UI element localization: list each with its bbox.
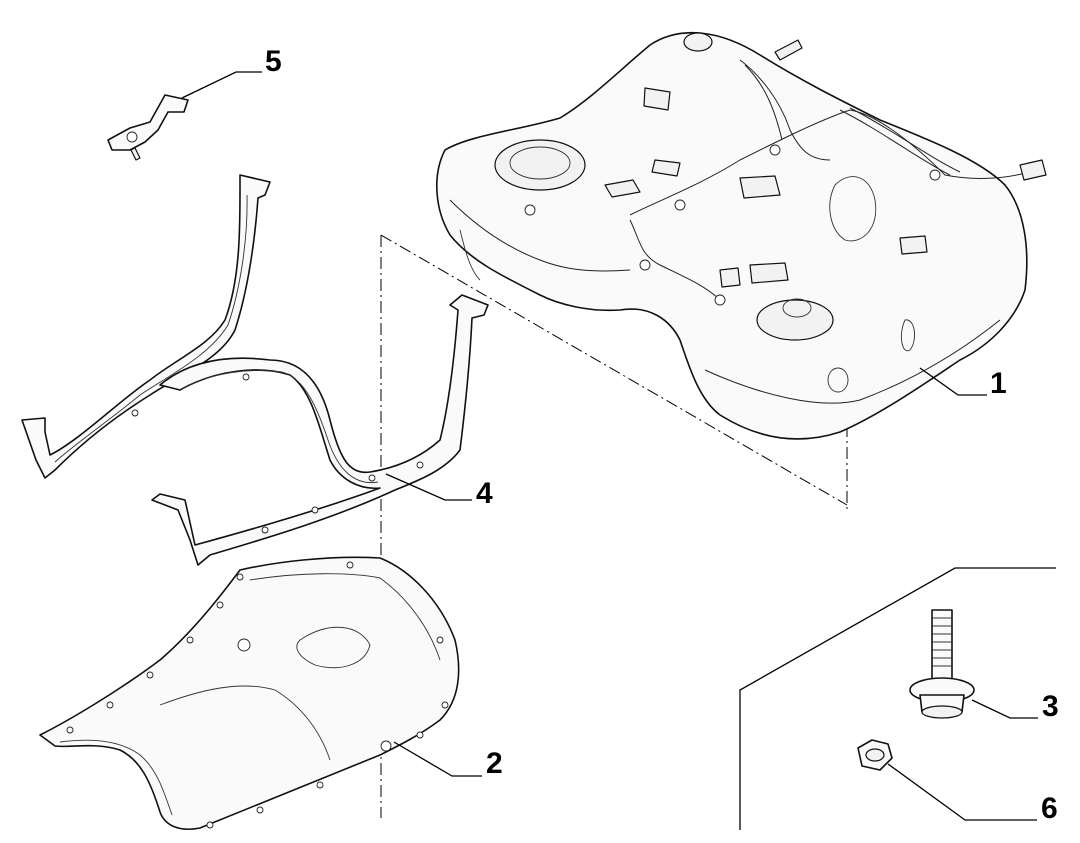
heat-shield [39,556,460,830]
leader-lines [181,71,1038,821]
tank-straps [21,174,489,566]
callout-1: 1 [990,367,1007,400]
callout-5: 5 [265,45,282,78]
callout-2: 2 [486,747,503,780]
fastener-detail-box [739,567,1056,830]
bracket [107,94,189,161]
bolt [909,609,975,719]
callout-4: 4 [476,477,493,510]
fuel-tank [436,31,1047,440]
callout-labels: 5 1 4 2 3 6 [265,45,1059,825]
nut [857,739,893,771]
callout-3: 3 [1042,690,1059,723]
callout-6: 6 [1041,792,1058,825]
